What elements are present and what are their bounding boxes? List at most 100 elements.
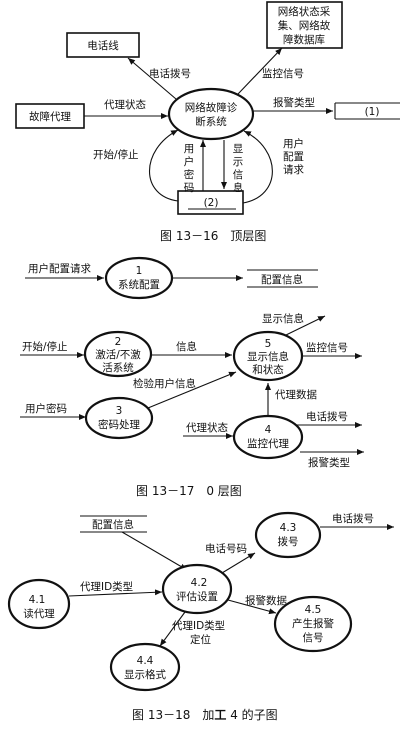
flow-user-config-arrow xyxy=(242,130,273,204)
process-5-display: 5 显示信息 和状态 xyxy=(232,330,304,382)
flow-agent-data-label: 代理数据 xyxy=(275,388,317,401)
in-agent-state-label: 代理状态 xyxy=(186,421,228,434)
svg-text:激活/不激: 激活/不激 xyxy=(95,348,141,361)
flow-alarm-data-arrow xyxy=(227,599,277,615)
svg-text:和状态: 和状态 xyxy=(252,363,284,376)
caption-13-18: 图 13－18 加工 4 的子图 xyxy=(132,707,278,722)
external-phone-line-label: 电话线 xyxy=(87,39,119,52)
process-4-4-display-format: 4.4 显示格式 xyxy=(109,642,181,692)
flow-check-user-label: 检验用户信息 xyxy=(133,377,196,390)
top-level-diagram: 电话线 网络状态采 集、网络故 障数据库 故障代理 网络故障诊 断系统 (1) xyxy=(15,1,400,243)
flow-monitor-arrow xyxy=(237,47,283,95)
flow-check-user-arrow xyxy=(147,371,237,409)
process-3-password: 3 密码处理 xyxy=(84,396,154,440)
svg-text:5: 5 xyxy=(265,338,272,350)
svg-text:显示信息: 显示信息 xyxy=(247,350,289,363)
svg-text:显示格式: 显示格式 xyxy=(124,668,166,681)
flow-id-type-pos-line1: 代理ID类型 xyxy=(172,619,225,632)
svg-text:拨号: 拨号 xyxy=(278,535,299,548)
process-network-diagnosis: 网络故障诊 断系统 xyxy=(167,87,255,141)
svg-text:2: 2 xyxy=(115,336,122,348)
svg-text:示: 示 xyxy=(233,156,244,168)
process-4-1-read-agent: 4.1 读代理 xyxy=(7,578,71,630)
out-display-info-label: 显示信息 xyxy=(262,312,304,325)
svg-text:4.3: 4.3 xyxy=(280,522,297,534)
svg-text:密: 密 xyxy=(184,168,195,181)
svg-text:配置: 配置 xyxy=(283,151,304,163)
svg-text:4: 4 xyxy=(265,424,272,436)
process-1-system-config: 1 系统配置 xyxy=(104,256,174,300)
svg-text:4.5: 4.5 xyxy=(305,604,322,616)
flow-display-info-label: 显 示 信 息 xyxy=(233,143,244,194)
flow-agent-state-label: 代理状态 xyxy=(104,98,146,111)
flow-config-to-4-2 xyxy=(121,531,188,571)
process-4-sub-diagram: 配置信息 4.1 读代理 代理ID类型 4.2 评估设置 电话号码 4.3 拨号… xyxy=(7,511,394,722)
caption-13-16: 图 13－16 顶层图 xyxy=(160,229,266,243)
svg-text:监控代理: 监控代理 xyxy=(247,437,289,450)
flow-user-pwd-label: 用 户 密 码 xyxy=(184,143,195,194)
svg-text:评估设置: 评估设置 xyxy=(176,590,218,603)
external-fault-agent: 故障代理 xyxy=(15,103,85,129)
out-dial-label: 电话拨号 xyxy=(306,410,348,423)
external-fault-agent-label: 故障代理 xyxy=(29,110,71,123)
svg-text:信号: 信号 xyxy=(303,632,324,644)
svg-text:活系统: 活系统 xyxy=(102,361,134,374)
caption-13-17: 图 13－17 0 层图 xyxy=(136,484,242,498)
process-4-2-evaluate: 4.2 评估设置 xyxy=(161,563,233,615)
in-user-pwd-label: 用户密码 xyxy=(25,402,67,415)
flow-alarm-type-label: 报警类型 xyxy=(273,96,315,109)
level-0-diagram: 用户配置请求 1 系统配置 配置信息 开始/停止 2 激活/不激 活系统 信息 … xyxy=(20,256,364,498)
svg-text:请求: 请求 xyxy=(283,163,304,176)
svg-text:4.2: 4.2 xyxy=(191,577,208,589)
flow-alarm-data-label: 报警数据 xyxy=(245,594,287,607)
svg-text:用户: 用户 xyxy=(283,137,304,150)
flow-id-type-pos-arrow xyxy=(159,611,186,647)
svg-text:户: 户 xyxy=(184,155,195,168)
process-2-activate: 2 激活/不激 活系统 xyxy=(83,330,153,378)
out-dial-sub-label: 电话拨号 xyxy=(332,512,374,525)
svg-text:4.4: 4.4 xyxy=(137,655,154,667)
svg-text:码: 码 xyxy=(184,182,195,194)
svg-text:4.1: 4.1 xyxy=(29,594,46,606)
svg-text:1: 1 xyxy=(136,265,143,277)
flow-start-stop-arrow xyxy=(148,129,179,202)
svg-text:配置信息: 配置信息 xyxy=(261,273,303,286)
svg-text:读代理: 读代理 xyxy=(23,607,55,620)
flow-dial-arrow xyxy=(127,57,177,100)
in-user-config-label: 用户配置请求 xyxy=(28,262,91,275)
data-store-2-label: (2) xyxy=(204,197,219,209)
process-line2: 断系统 xyxy=(195,115,227,128)
flow-agent-id-type-arrow xyxy=(68,589,163,597)
flow-start-stop-label: 开始/停止 xyxy=(93,148,139,161)
svg-text:显: 显 xyxy=(233,143,244,155)
svg-text:密码处理: 密码处理 xyxy=(98,418,140,431)
external-db-line1: 网络状态采 xyxy=(278,5,331,18)
data-store-1-label: (1) xyxy=(365,106,380,118)
out-display-info-arrow xyxy=(285,315,326,336)
in-start-stop-label: 开始/停止 xyxy=(22,340,68,353)
flow-dial-label: 电话拨号 xyxy=(149,67,191,80)
out-alarm-label: 报警类型 xyxy=(308,456,350,469)
svg-text:系统配置: 系统配置 xyxy=(118,278,160,291)
svg-text:用: 用 xyxy=(184,143,195,155)
process-4-monitor-agent: 4 监控代理 xyxy=(232,414,304,460)
external-phone-line: 电话线 xyxy=(66,32,140,58)
flow-monitor-label: 监控信号 xyxy=(262,67,304,80)
out-monitor-label: 监控信号 xyxy=(306,341,348,354)
svg-text:配置信息: 配置信息 xyxy=(92,518,134,531)
process-line1: 网络故障诊 xyxy=(185,101,238,114)
store-config-info: 配置信息 xyxy=(247,269,318,288)
flow-phone-num-arrow xyxy=(221,552,256,574)
data-store-1: (1) xyxy=(334,102,400,120)
data-store-2: (2) xyxy=(177,190,244,215)
flow-agent-id-type-label: 代理ID类型 xyxy=(80,580,133,593)
flow-info-label: 信息 xyxy=(176,340,197,353)
process-4-3-dial: 4.3 拨号 xyxy=(254,511,322,559)
process-4-5-alarm: 4.5 产生报警 信号 xyxy=(273,595,353,653)
svg-text:信: 信 xyxy=(233,169,244,181)
flow-user-config-label: 用户 配置 请求 xyxy=(283,137,304,176)
flow-id-type-pos-line2: 定位 xyxy=(190,633,211,646)
external-db-line3: 障数据库 xyxy=(283,33,325,46)
svg-text:3: 3 xyxy=(116,405,123,417)
